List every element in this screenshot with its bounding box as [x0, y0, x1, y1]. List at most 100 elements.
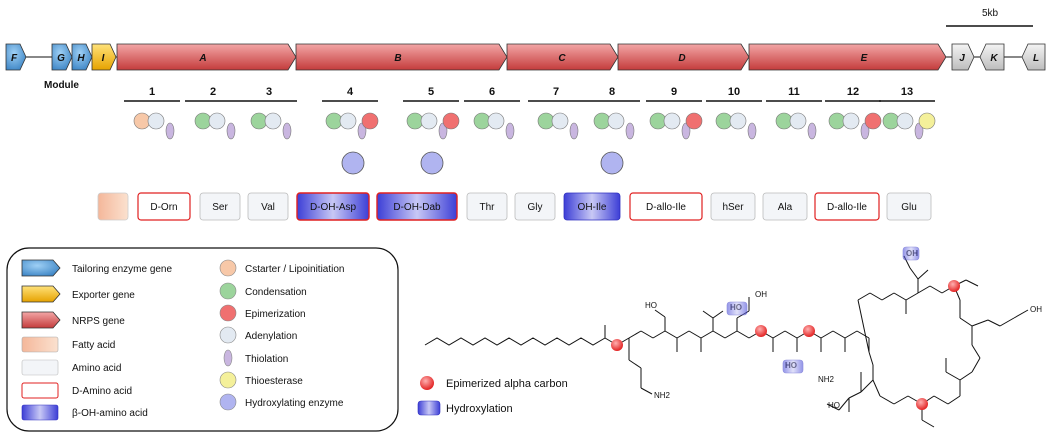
- module-number: 4: [347, 86, 354, 98]
- adenylation-domain: [208, 112, 226, 130]
- adenylation-domain: [607, 112, 625, 130]
- amino-acid-label: Glu: [901, 202, 917, 213]
- adenylation-domain: [420, 112, 438, 130]
- amino-acid-box: [514, 192, 556, 221]
- legend-d-amino-acid-icon: [21, 382, 59, 399]
- amino-acid-label: hSer: [722, 202, 744, 213]
- adenylation-domain: [264, 112, 282, 130]
- epimerized-carbon-2: [755, 325, 767, 337]
- condensation-domain: [715, 112, 733, 130]
- legend-hydroxylating-icon: [219, 393, 237, 411]
- condensation-domain: [325, 112, 343, 130]
- condensation-domain: [194, 112, 212, 130]
- legend-oh-amino-acid-text: β-OH-amino acid: [72, 408, 148, 419]
- condensation-domain: [406, 112, 424, 130]
- amino-acid-box: [97, 192, 129, 221]
- legend-tailoring-text: Tailoring enzyme gene: [72, 264, 172, 275]
- amino-acid-box: [247, 192, 289, 221]
- amino-acid-box: [762, 192, 808, 221]
- legend-hydroxylating-text: Hydroxylating enzyme: [245, 398, 344, 409]
- hydroxylation-marker-2: [782, 359, 804, 374]
- chem-oh-hser: OH: [1030, 305, 1042, 314]
- amino-acid-label: Val: [261, 202, 275, 213]
- epimerized-carbon-5: [916, 398, 928, 410]
- module-number: 9: [671, 86, 677, 98]
- cstarter-domain: [133, 112, 151, 130]
- epimerization-domain: [442, 112, 460, 130]
- gene-K-arrow: [979, 43, 1005, 71]
- condensation-domain: [537, 112, 555, 130]
- condensation-domain: [775, 112, 793, 130]
- condensation-domain: [593, 112, 611, 130]
- amino-acid-box: [886, 192, 932, 221]
- gene-J-label: J: [959, 53, 965, 64]
- epimerized-carbon-4: [948, 280, 960, 292]
- gene-G-label: G: [57, 53, 65, 64]
- legend-condensation-text: Condensation: [245, 287, 307, 298]
- chem-legend-epimerized-text: Epimerized alpha carbon: [446, 378, 568, 390]
- legend-adenylation-icon: [219, 326, 237, 344]
- thiolation-domain: [505, 122, 515, 140]
- legend-oh-amino-acid-icon: [21, 404, 59, 421]
- amino-acid-box: [814, 192, 880, 221]
- thiolation-domain: [807, 122, 817, 140]
- chem-ho-glu: HO: [828, 401, 840, 410]
- module-number: 3: [266, 86, 272, 98]
- hydroxylating-enzyme-3: [600, 151, 624, 175]
- thiolation-domain: [226, 122, 236, 140]
- gene-K-label: K: [990, 53, 998, 64]
- chem-nh2-orn: NH2: [654, 391, 671, 400]
- gene-L-label: L: [1033, 53, 1039, 64]
- gene-C-arrow: [506, 43, 619, 71]
- condensation-domain: [882, 112, 900, 130]
- gene-G-arrow: [51, 43, 73, 71]
- module-label: Module: [44, 80, 79, 91]
- adenylation-domain: [551, 112, 569, 130]
- adenylation-domain: [789, 112, 807, 130]
- chem-legend-hydroxylation-text: Hydroxylation: [446, 403, 513, 415]
- legend-tailoring-icon: [21, 259, 61, 277]
- amino-acid-box: [710, 192, 756, 221]
- legend-exporter-icon: [21, 285, 61, 303]
- hydroxylation-marker-3: [902, 246, 920, 261]
- amino-acid-label: Thr: [480, 202, 496, 213]
- amino-acid-label: Ser: [212, 202, 228, 213]
- amino-acid-box: [137, 192, 191, 221]
- condensation-domain: [473, 112, 491, 130]
- thioesterase-domain: [918, 112, 936, 130]
- chemical-structure: [424, 255, 1029, 428]
- amino-acid-label: D-OH-Dab: [393, 202, 441, 213]
- legend-thioesterase-icon: [219, 371, 237, 389]
- module-number: 10: [728, 86, 740, 98]
- gene-L-arrow: [1021, 43, 1046, 71]
- adenylation-domain: [147, 112, 165, 130]
- gene-E-label: E: [861, 53, 868, 64]
- legend-exporter-text: Exporter gene: [72, 290, 135, 301]
- gene-D-label: D: [678, 53, 685, 64]
- gene-A-label: A: [198, 53, 206, 64]
- epimerization-domain: [864, 112, 882, 130]
- amino-acid-label: D-Orn: [150, 202, 177, 213]
- module-number: 11: [788, 86, 800, 98]
- module-number: 12: [847, 86, 859, 98]
- amino-acid-box: [199, 192, 241, 221]
- thiolation-domain: [165, 122, 175, 140]
- legend-d-amino-acid-text: D-Amino acid: [72, 386, 132, 397]
- gene-I-label: I: [102, 53, 105, 64]
- chem-legend-hydroxylation-icon: [417, 400, 441, 416]
- lipid-tail: [424, 337, 606, 346]
- thiolation-domain: [282, 122, 292, 140]
- hydroxylation-marker-1: [726, 301, 748, 316]
- scale-label: 5kb: [982, 8, 999, 19]
- amino-acid-label: D-allo-Ile: [827, 202, 867, 213]
- legend-cstarter-text: Cstarter / Lipoinitiation: [245, 264, 345, 275]
- gene-C-label: C: [558, 53, 566, 64]
- hydroxylating-enzyme-1: [341, 151, 365, 175]
- adenylation-domain: [729, 112, 747, 130]
- gene-E-arrow: [748, 43, 947, 71]
- condensation-domain: [250, 112, 268, 130]
- hydroxylating-enzyme-2: [420, 151, 444, 175]
